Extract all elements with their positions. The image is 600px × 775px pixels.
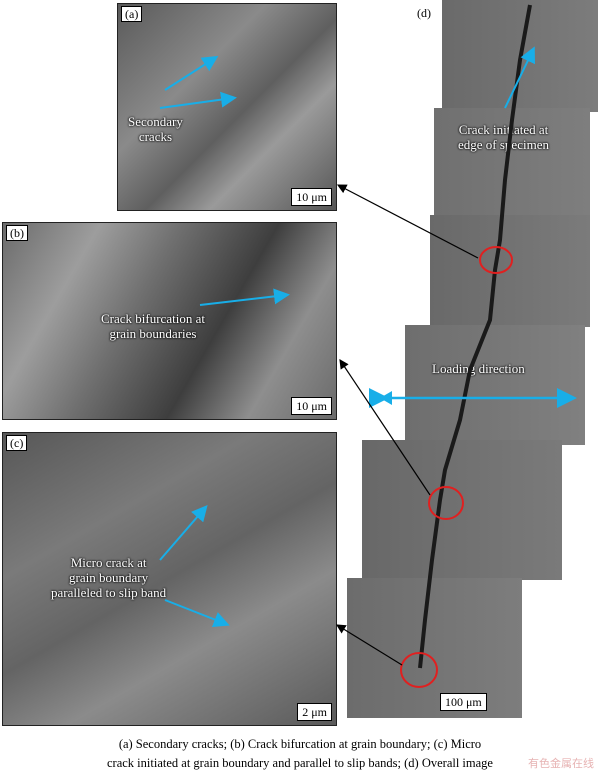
panel-d-label: (d): [414, 6, 434, 20]
panel-b-label: (b): [6, 225, 28, 241]
pointer-arrow-c: [335, 624, 403, 666]
panel-a-label: (a): [121, 6, 143, 22]
red-circle-1: [479, 246, 513, 274]
panel-a-arrow-2: [159, 91, 237, 109]
watermark: 有色金属在线: [528, 757, 594, 770]
pointer-arrow-a: [336, 184, 479, 259]
figure-caption-line-1: (a) Secondary cracks; (b) Crack bifurcat…: [118, 737, 482, 751]
panel-a-arrow-1: [164, 55, 219, 91]
figure-caption-line-2: crack initiated at grain boundary and pa…: [107, 756, 493, 770]
panel-d-arrow-top: [504, 46, 535, 109]
main-crack-line: [418, 4, 532, 669]
panel-c-arrow-2: [164, 599, 230, 628]
panel-b-scale-bar: 10 μm: [291, 397, 332, 415]
panel-b-arrow: [199, 288, 290, 306]
red-circle-2: [428, 486, 464, 520]
pointer-arrow-b: [339, 359, 431, 496]
loading-direction-label: Loading direction: [432, 361, 525, 376]
panel-c-label: (c): [6, 435, 28, 451]
panel-d-strip: [430, 215, 590, 327]
panel-d-strip: [405, 325, 585, 445]
panel-d-strip: [347, 578, 522, 718]
red-circle-3: [400, 652, 438, 688]
loading-arrow-left-head: [380, 391, 392, 405]
panel-d-scale-bar: 100 μm: [440, 693, 487, 711]
panel-c-arrow-1: [159, 504, 208, 561]
panel-a-scale-bar: 10 μm: [291, 188, 332, 206]
panel-c-scale-bar: 2 μm: [297, 703, 332, 721]
